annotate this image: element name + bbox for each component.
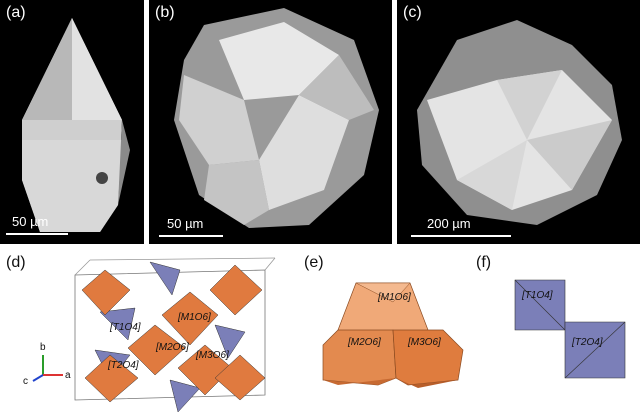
panel-label-d: (d) [6,254,26,271]
crystal-a-image [22,18,130,232]
unit-cell-diagram: b c a [T1O4] [M1O6] [M2O6] [T2O4] [M3O6] [23,257,276,413]
site-label-m3-e: [M3O6] [407,337,441,348]
site-label-m2-d: [M2O6] [155,342,189,353]
site-label-t2-f: [T2O4] [571,337,603,348]
site-label-m1-d: [M1O6] [177,312,211,323]
site-label-t1-f: [T1O4] [521,290,553,301]
scale-bar-c [411,235,511,237]
crystal-c-image [417,20,622,225]
scale-label-b: 50 µm [167,216,204,231]
tetrahedra-diagram: [T1O4] [T2O4] [514,279,626,379]
site-label-m2-e: [M2O6] [347,337,381,348]
axis-label-c: c [23,376,28,387]
site-label-t1-d: [T1O4] [109,322,141,333]
axis-label-a: a [65,370,71,381]
panel-label-a: (a) [6,4,26,21]
site-label-m3-d: [M3O6] [195,350,229,361]
crystal-b-image [174,8,379,228]
site-label-m1-e: [M1O6] [377,292,411,303]
site-label-t2-d: [T2O4] [107,360,139,371]
sem-image-b: (b) 50 µm [149,0,392,244]
panel-label-c: (c) [403,4,422,21]
panel-label-e: (e) [304,254,324,271]
octahedra-panel-e: (e) [M1O6] [M2O6] [M3O6] [298,250,468,419]
panel-label-b: (b) [155,4,175,21]
structure-panel-d: (d) b c a [T1O4] [M1O6] [M2O6] [T2O4] [M… [0,250,290,419]
sem-image-a: (a) 50 µm [0,0,144,244]
scale-label-a: 50 µm [12,214,49,229]
scale-bar-a [6,233,68,235]
octahedra-diagram: [M1O6] [M2O6] [M3O6] [322,282,464,388]
axis-label-b: b [40,342,46,353]
tetrahedra-panel-f: (f) [T1O4] [T2O4] [470,250,640,419]
panel-label-f: (f) [476,254,492,271]
scale-bar-b [159,235,223,237]
sem-image-c: (c) 200 µm [397,0,640,244]
scale-label-c: 200 µm [427,216,471,231]
